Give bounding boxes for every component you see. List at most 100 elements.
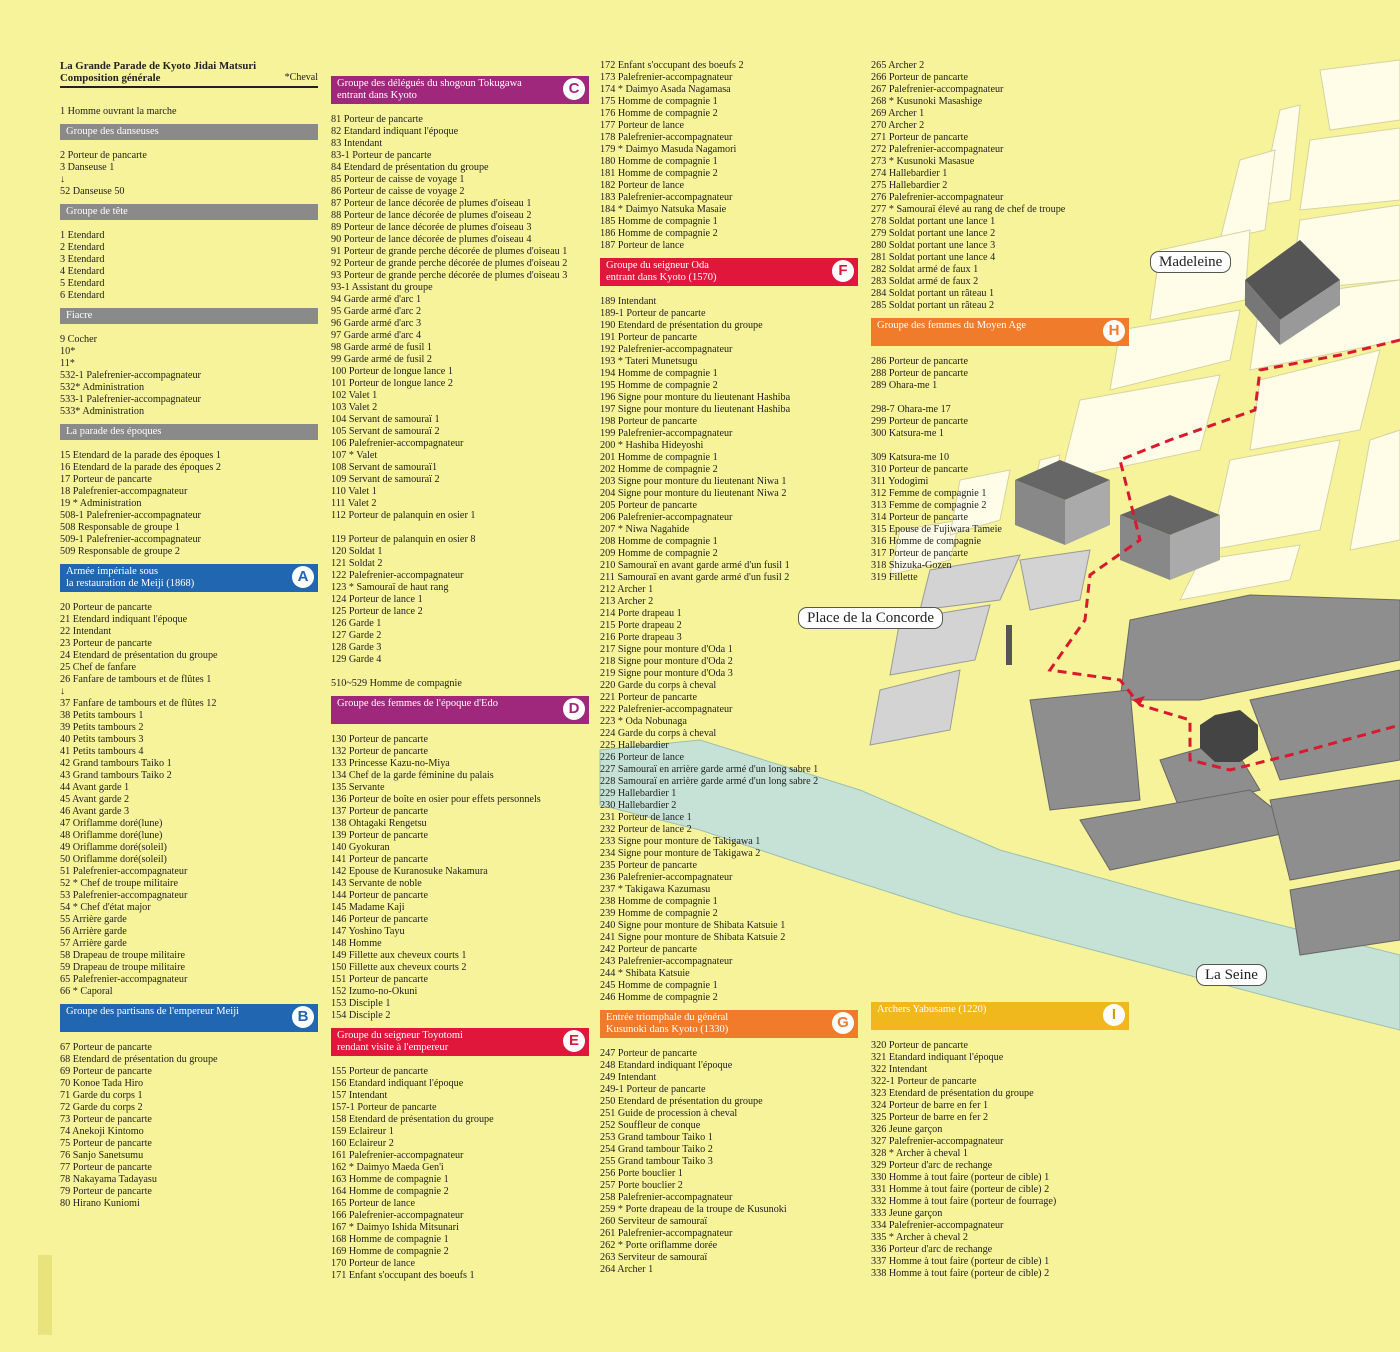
- list-item: 267 Palefrenier-accompagnateur: [871, 84, 1004, 95]
- list-item: 124 Porteur de lance 1: [331, 594, 423, 605]
- list-item: 100 Porteur de longue lance 1: [331, 366, 453, 377]
- list-item: 107 * Valet: [331, 450, 378, 461]
- spacer: [871, 584, 1129, 996]
- list-item: 23 Porteur de pancarte: [60, 638, 152, 649]
- list-item: 146 Porteur de pancarte: [331, 914, 429, 925]
- list-item: 218 Signe pour monture d'Oda 2: [600, 656, 733, 667]
- list-item: 76 Sanjo Sanetsumu: [60, 1150, 144, 1161]
- title-line-2: Composition générale: [60, 72, 161, 84]
- list-item: 145 Madame Kaji: [331, 902, 405, 913]
- list-item: 39 Petits tambours 2: [60, 722, 144, 733]
- list-item: 57 Arrière garde: [60, 938, 127, 949]
- list-item: 276 Palefrenier-accompagnateur: [871, 192, 1004, 203]
- list-item: ↓: [60, 686, 66, 697]
- list-item: 20 Porteur de pancarte: [60, 602, 152, 613]
- list-item: 260 Serviteur de samouraï: [600, 1216, 708, 1227]
- list-item: 3 Etendard: [60, 254, 105, 265]
- list-item: 132 Porteur de pancarte: [331, 746, 429, 757]
- list-item: 147 Yoshino Tayu: [331, 926, 405, 937]
- list-item: 225 Hallebardier: [600, 740, 669, 751]
- list-item: 208 Homme de compagnie 1: [600, 536, 718, 547]
- list-item: 93-1 Assistant du groupe: [331, 282, 433, 293]
- list-item: 241 Signe pour monture de Shibata Katsui…: [600, 932, 786, 943]
- list-item: 325 Porteur de barre en fer 2: [871, 1112, 989, 1123]
- list-item: 242 Porteur de pancarte: [600, 944, 698, 955]
- list-item: 83-1 Porteur de pancarte: [331, 150, 432, 161]
- list-item: 201 Homme de compagnie 1: [600, 452, 718, 463]
- list-item: 93 Porteur de grande perche décorée de p…: [331, 270, 568, 281]
- list-item: 318 Shizuka-Gozen: [871, 560, 952, 571]
- list-item: 186 Homme de compagnie 2: [600, 228, 718, 239]
- list-item: 219 Signe pour monture d'Oda 3: [600, 668, 733, 679]
- spacer: [331, 522, 589, 534]
- list-item: 204 Signe pour monture du lieutenant Niw…: [600, 488, 787, 499]
- list-item: 263 Serviteur de samouraï: [600, 1252, 708, 1263]
- list-item: 311 Yodogimi: [871, 476, 929, 487]
- list-item: 230 Hallebardier 2: [600, 800, 677, 811]
- list-item: 251 Guide de procession à cheval: [600, 1108, 738, 1119]
- list-item: 244 * Shibata Katsuie: [600, 968, 690, 979]
- list-item: 136 Porteur de boîte en osier pour effet…: [331, 794, 541, 805]
- list-item: 174 * Daimyo Asada Nagamasa: [600, 84, 731, 95]
- list-item: 248 Etandard indiquant l'époque: [600, 1060, 733, 1071]
- list-item: 221 Porteur de pancarte: [600, 692, 698, 703]
- group-badge: B: [292, 1006, 314, 1028]
- list-item: 309 Katsura-me 10: [871, 452, 950, 463]
- list-item: 17 Porteur de pancarte: [60, 474, 152, 485]
- list-item: 235 Porteur de pancarte: [600, 860, 698, 871]
- list-item: 78 Nakayama Tadayasu: [60, 1174, 157, 1185]
- group-header-label: Groupe des femmes du Moyen Age: [877, 320, 1027, 331]
- list-item: 256 Porte bouclier 1: [600, 1168, 683, 1179]
- group-header: Groupe des partisans de l'empereur Meiji…: [60, 1004, 318, 1032]
- list-item: 45 Avant garde 2: [60, 794, 130, 805]
- list-item: 133 Princesse Kazu-no-Miya: [331, 758, 450, 769]
- list-item: 330 Homme à tout faire (porteur de cible…: [871, 1172, 1050, 1183]
- list-item: 265 Archer 2: [871, 60, 925, 71]
- list-item: 195 Homme de compagnie 2: [600, 380, 718, 391]
- group-header-label: Groupe de tête: [66, 206, 128, 217]
- list-item: 157 Intendant: [331, 1090, 388, 1101]
- list-item: 102 Valet 1: [331, 390, 378, 401]
- list-item: 141 Porteur de pancarte: [331, 854, 429, 865]
- list-item: 1 Homme ouvrant la marche: [60, 106, 177, 117]
- list-item: 288 Porteur de pancarte: [871, 368, 969, 379]
- list-item: 239 Homme de compagnie 2: [600, 908, 718, 919]
- list-item: 336 Porteur d'arc de rechange: [871, 1244, 993, 1255]
- list-item: 2 Etendard: [60, 242, 105, 253]
- list-item: 177 Porteur de lance: [600, 120, 685, 131]
- list-item: 180 Homme de compagnie 1: [600, 156, 718, 167]
- louvre-blocks: [1029, 594, 1400, 956]
- list-item: 299 Porteur de pancarte: [871, 416, 969, 427]
- list-item: 247 Porteur de pancarte: [600, 1048, 698, 1059]
- list-item: 196 Signe pour monture du lieutenant Has…: [600, 392, 791, 403]
- list-item: 224 Garde du corps à cheval: [600, 728, 717, 739]
- list-item: 246 Homme de compagnie 2: [600, 992, 718, 1003]
- list-item: 532* Administration: [60, 382, 145, 393]
- list-item: 298-7 Ohara-me 17: [871, 404, 951, 415]
- list-item: 275 Hallebardier 2: [871, 180, 948, 191]
- list-item: 270 Archer 2: [871, 120, 925, 131]
- list-item: 112 Porteur de palanquin en osier 1: [331, 510, 476, 521]
- list-item: 206 Palefrenier-accompagnateur: [600, 512, 733, 523]
- list-item: 167 * Daimyo Ishida Mitsunari: [331, 1222, 459, 1233]
- concorde-buildings: [1015, 460, 1220, 580]
- group-badge: C: [563, 78, 585, 100]
- list-item: 92 Porteur de grande perche décorée de p…: [331, 258, 568, 269]
- list-item: 160 Eclaireur 2: [331, 1138, 394, 1149]
- list-item: 79 Porteur de pancarte: [60, 1186, 152, 1197]
- list-item: 49 Oriflamme doré(soleil): [60, 842, 167, 853]
- list-item: 94 Garde armé d'arc 1: [331, 294, 422, 305]
- list-item: 226 Porteur de lance: [600, 752, 685, 763]
- list-item: 217 Signe pour monture d'Oda 1: [600, 644, 733, 655]
- group-badge: I: [1103, 1004, 1125, 1026]
- list-item: 25 Chef de fanfare: [60, 662, 137, 673]
- group-header: Groupe de tête: [60, 204, 318, 220]
- group-header: Armée impériale sous la restauration de …: [60, 564, 318, 592]
- list-item: 77 Porteur de pancarte: [60, 1162, 152, 1173]
- list-item: 168 Homme de compagnie 1: [331, 1234, 449, 1245]
- list-item: 148 Homme: [331, 938, 382, 949]
- list-item: 229 Hallebardier 1: [600, 788, 677, 799]
- map-label-madeleine: Madeleine: [1150, 251, 1232, 273]
